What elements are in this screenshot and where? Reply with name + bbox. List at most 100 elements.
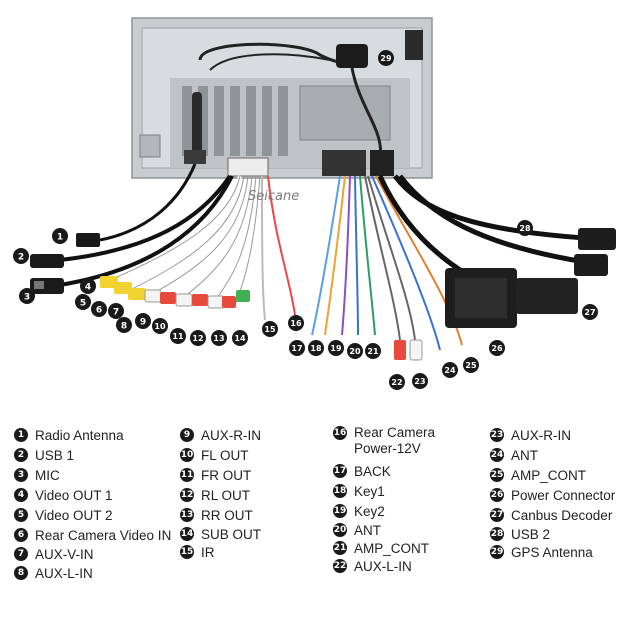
number-badge: 12 bbox=[180, 488, 194, 502]
legend-label: RL OUT bbox=[201, 487, 251, 503]
legend-label: AMP_CONT bbox=[511, 467, 587, 483]
radio-antenna-mast bbox=[184, 92, 206, 164]
svg-text:8: 8 bbox=[121, 322, 127, 332]
svg-text:26: 26 bbox=[491, 344, 503, 353]
legend-label: GPS Antenna bbox=[511, 544, 593, 560]
callout-2: 2 bbox=[13, 248, 29, 264]
legend-label: Power Connector bbox=[511, 487, 616, 503]
callout-23: 23 bbox=[412, 373, 428, 389]
gps-antenna bbox=[198, 42, 383, 161]
svg-text:15: 15 bbox=[264, 325, 276, 334]
svg-text:28: 28 bbox=[519, 224, 531, 233]
svg-text:9: 9 bbox=[140, 318, 146, 328]
callout-12: 12 bbox=[190, 330, 206, 346]
number-badge: 20 bbox=[333, 523, 347, 537]
callout-28: 28 bbox=[517, 220, 533, 236]
callout-29: 29 bbox=[378, 50, 394, 66]
number-badge: 10 bbox=[180, 448, 194, 462]
callout-1: 1 bbox=[52, 228, 68, 244]
number-badge: 16 bbox=[333, 426, 347, 440]
legend-label: FL OUT bbox=[201, 447, 249, 463]
legend-item: 19 Key2 bbox=[333, 501, 452, 521]
legend-label: AMP_CONT bbox=[354, 540, 430, 556]
svg-text:5: 5 bbox=[80, 299, 86, 309]
svg-text:24: 24 bbox=[444, 366, 456, 375]
legend-label: AUX-R-IN bbox=[511, 427, 571, 443]
callout-19: 19 bbox=[328, 340, 344, 356]
legend-item: 11 FR OUT bbox=[180, 465, 261, 485]
legend-label: Rear Camera Power-12V bbox=[354, 425, 436, 456]
legend-item: 20 ANT bbox=[333, 521, 452, 539]
callout-7: 7 bbox=[108, 303, 124, 319]
number-badge: 9 bbox=[180, 428, 194, 442]
number-badge: 22 bbox=[333, 559, 347, 573]
callout-24: 24 bbox=[442, 362, 458, 378]
legend-item: 25 AMP_CONT bbox=[490, 465, 615, 485]
canbus-decoder bbox=[516, 278, 578, 314]
legend-item: 9 AUX-R-IN bbox=[180, 425, 261, 445]
callout-14: 14 bbox=[232, 330, 248, 346]
number-badge: 13 bbox=[180, 508, 194, 522]
number-badge: 21 bbox=[333, 541, 347, 555]
legend-label: ANT bbox=[354, 522, 381, 538]
number-badge: 24 bbox=[490, 448, 504, 462]
callout-13: 13 bbox=[211, 330, 227, 346]
legend-label: Key2 bbox=[354, 503, 385, 519]
svg-text:27: 27 bbox=[584, 308, 595, 317]
number-badge: 5 bbox=[14, 508, 28, 522]
callout-9: 9 bbox=[135, 313, 151, 329]
legend-label: MIC bbox=[35, 467, 60, 483]
callouts: 1 2 3 4 5 6 7 8 9 10 11 12 13 14 15 16 1… bbox=[13, 50, 598, 390]
legend-label: Video OUT 2 bbox=[35, 507, 113, 523]
legend-label: AUX-V-IN bbox=[35, 546, 94, 562]
svg-text:29: 29 bbox=[380, 54, 392, 63]
legend-label: IR bbox=[201, 544, 215, 560]
usb2-cable bbox=[392, 174, 616, 276]
svg-text:23: 23 bbox=[414, 377, 425, 386]
callout-27: 27 bbox=[582, 304, 598, 320]
number-badge: 29 bbox=[490, 545, 504, 559]
legend-item: 22 AUX-L-IN bbox=[333, 557, 452, 575]
aux-ant-amp-wires bbox=[364, 175, 463, 361]
svg-text:21: 21 bbox=[367, 347, 379, 356]
usb1-mic-cables bbox=[30, 174, 234, 294]
callout-26: 26 bbox=[489, 340, 505, 356]
number-badge: 17 bbox=[333, 464, 347, 478]
legend-label: Canbus Decoder bbox=[511, 507, 613, 523]
legend-label: FR OUT bbox=[201, 467, 252, 483]
head-unit bbox=[131, 17, 433, 179]
legend-label: AUX-R-IN bbox=[201, 427, 261, 443]
number-badge: 18 bbox=[333, 484, 347, 498]
legend-label: Rear Camera Video IN bbox=[35, 527, 172, 543]
number-badge: 19 bbox=[333, 504, 347, 518]
number-badge: 25 bbox=[490, 468, 504, 482]
number-badge: 26 bbox=[490, 488, 504, 502]
number-badge: 1 bbox=[14, 428, 28, 442]
callout-5: 5 bbox=[75, 294, 91, 310]
svg-text:1: 1 bbox=[57, 233, 63, 243]
legend-label: AUX-L-IN bbox=[354, 558, 412, 574]
callout-10: 10 bbox=[152, 318, 168, 334]
svg-text:4: 4 bbox=[85, 283, 91, 293]
number-badge: 8 bbox=[14, 566, 28, 580]
svg-text:16: 16 bbox=[290, 319, 302, 328]
legend-item: 10 FL OUT bbox=[180, 445, 261, 465]
number-badge: 11 bbox=[180, 468, 194, 482]
callout-21: 21 bbox=[365, 343, 381, 359]
svg-text:7: 7 bbox=[113, 308, 119, 318]
callout-16: 16 bbox=[288, 315, 304, 331]
svg-text:18: 18 bbox=[310, 344, 322, 353]
back-connectors bbox=[227, 150, 394, 177]
watermark: Seicane bbox=[248, 189, 299, 204]
